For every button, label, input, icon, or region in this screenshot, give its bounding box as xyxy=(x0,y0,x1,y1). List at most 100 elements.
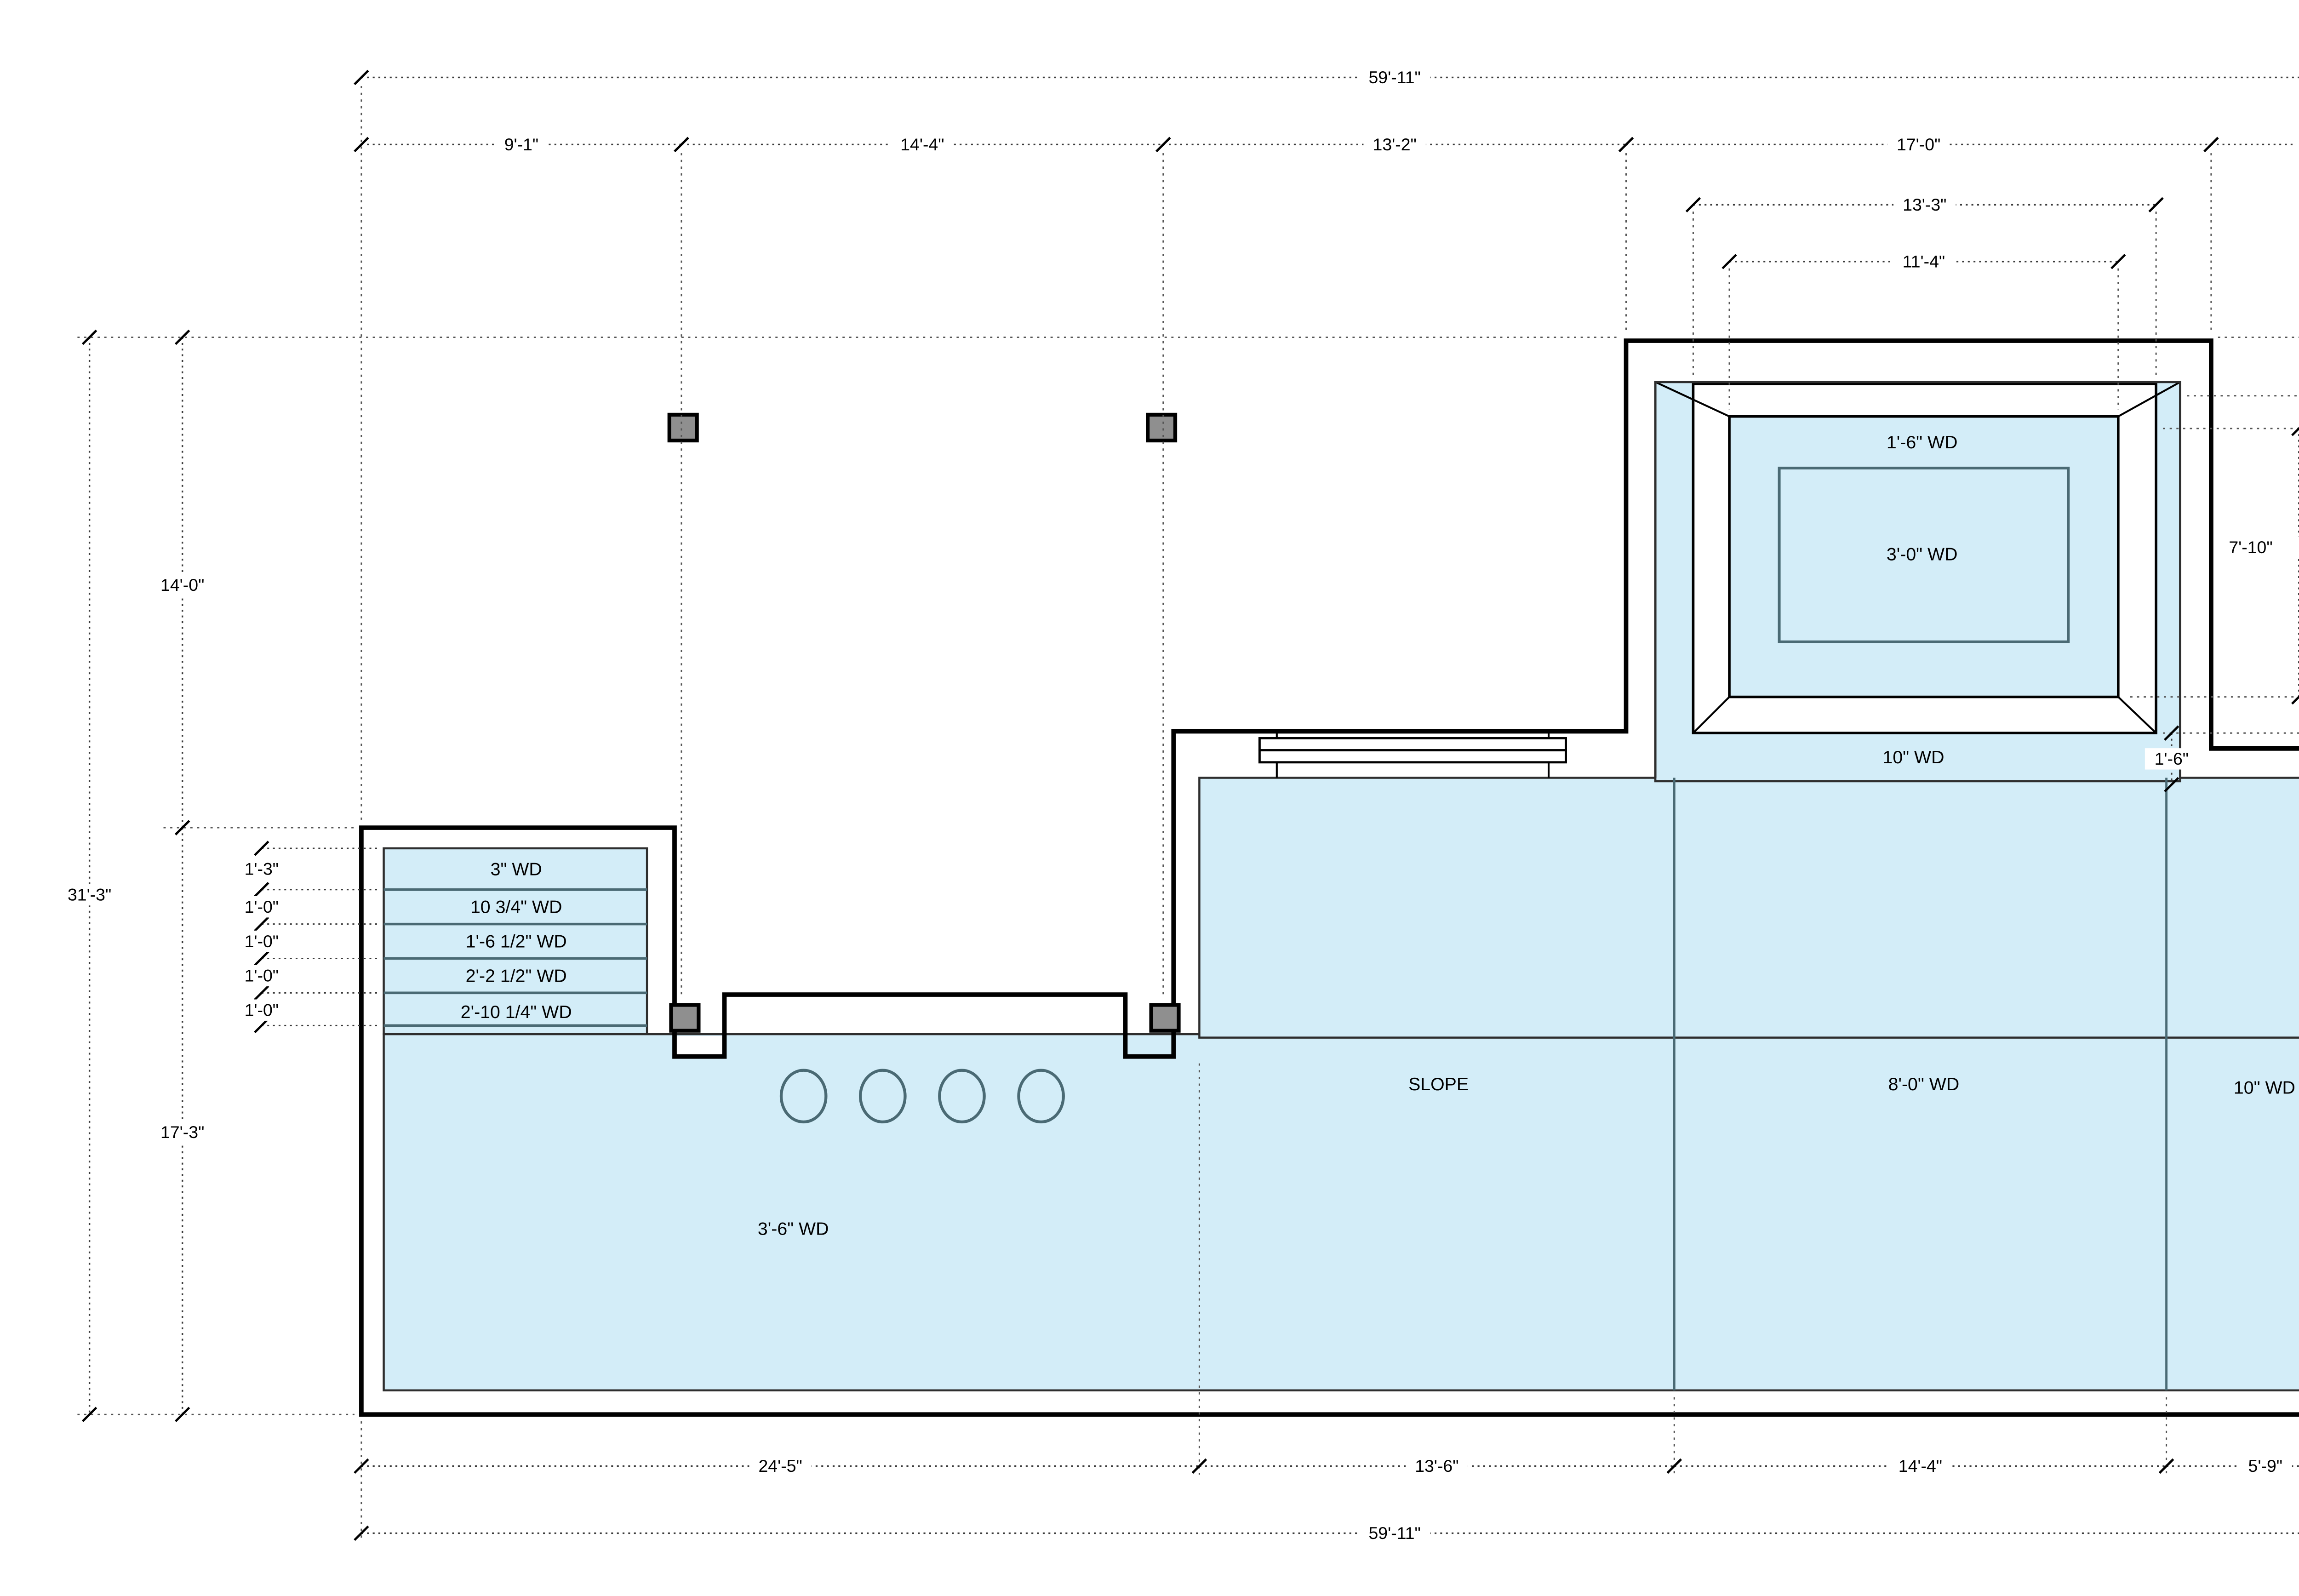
dimension-label: 14'-4" xyxy=(900,135,944,154)
dimension-label: 17'-3" xyxy=(160,1122,204,1142)
spa-inner-wall xyxy=(1654,381,2181,778)
deck-channel-patch xyxy=(676,1035,723,1055)
dimension-label: 1'-0" xyxy=(245,1000,279,1019)
dim-text-bg xyxy=(1406,1455,1468,1477)
column-footing xyxy=(669,1003,701,1033)
bubbler-jet-circle xyxy=(779,1069,828,1124)
dimension-label: 1'-0" xyxy=(245,897,279,916)
plan-label: 1'-6" WD xyxy=(1887,432,1958,452)
dim-tick xyxy=(2158,1458,2174,1474)
dimension-label: 1'-0" xyxy=(245,966,279,985)
dim-tick xyxy=(254,882,269,898)
bubbler-jet-circle xyxy=(1017,1069,1065,1124)
plan-label: SLOPE xyxy=(1408,1074,1469,1094)
dim-tick xyxy=(354,1525,369,1541)
dim-tick xyxy=(1685,197,1701,213)
dimension-label: 59'-11" xyxy=(1369,68,1421,87)
depth-dividers xyxy=(1673,778,2168,1390)
dim-tick xyxy=(2164,725,2179,741)
highlighted-dim-bg xyxy=(2145,748,2198,770)
dim-text-bg xyxy=(151,1121,214,1143)
spa-corner-mitre xyxy=(1693,696,1730,734)
dim-tick xyxy=(674,137,689,153)
plan-label: 3" WD xyxy=(491,859,542,879)
dim-text-bg xyxy=(1359,67,1430,88)
dim-text-bg xyxy=(1887,134,1950,155)
dim-tick xyxy=(175,1407,190,1422)
dim-text-bg xyxy=(2238,1455,2292,1477)
dim-text-bg xyxy=(494,134,548,155)
dimension-label: 7'-10" xyxy=(2229,538,2272,557)
dim-tick xyxy=(1155,137,1171,153)
dim-text-bg xyxy=(1893,194,1956,216)
structure-columns xyxy=(667,412,1181,1033)
bubbler-jet-circle xyxy=(938,1069,986,1124)
highlighted-dim-bg xyxy=(234,896,288,918)
dimension-lines: 59'-11"9'-1"14'-4"13'-2"17'-0"6'-5"13'-3… xyxy=(58,67,2299,1544)
dimension-label: 5'-9" xyxy=(2248,1456,2282,1476)
dimension-label: 13'-6" xyxy=(1415,1456,1458,1476)
dim-tick xyxy=(254,916,269,932)
steps-water xyxy=(383,847,648,1035)
plan-label: 8'-0" WD xyxy=(1888,1074,1960,1094)
bubbler-jets xyxy=(779,1069,1065,1124)
dim-tick xyxy=(254,841,269,856)
dim-text-bg xyxy=(151,574,214,596)
dam-wall xyxy=(1258,731,1567,778)
dim-text-bg xyxy=(1893,251,1955,273)
dimension-label: 17'-0" xyxy=(1897,135,1940,154)
plan-label: 3'-0" WD xyxy=(1887,544,1958,564)
dimension-label: 24'-5" xyxy=(759,1456,802,1476)
dim-text-bg xyxy=(749,1455,812,1477)
dim-text-bg xyxy=(1889,1455,1952,1477)
column-footing xyxy=(1149,1003,1181,1033)
dimension-label: 31'-3" xyxy=(68,885,111,904)
spa-corner-mitre xyxy=(1655,381,1730,418)
dim-tick xyxy=(1618,137,1634,153)
spa-water xyxy=(1728,415,2120,698)
spa xyxy=(1654,381,2181,778)
dimension-label: 14'-4" xyxy=(1899,1456,1942,1476)
dim-tick xyxy=(354,69,369,86)
plan-label: 10" WD xyxy=(1882,747,1944,767)
dim-tick xyxy=(2291,427,2299,436)
entry-steps xyxy=(383,888,647,1027)
spa-bench-outline xyxy=(1778,466,2070,643)
dim-tick xyxy=(354,137,369,153)
dimension-label: 1'-0" xyxy=(245,932,279,951)
bubbler-jet-circle xyxy=(859,1069,907,1124)
dimension-label: 1'-3" xyxy=(245,859,279,879)
highlighted-dim-bg xyxy=(234,965,288,987)
dim-tick xyxy=(1191,1458,1207,1474)
plan-label: 2'-2 1/2" WD xyxy=(466,966,567,986)
dim-tick xyxy=(2110,254,2126,269)
dim-text-bg xyxy=(2295,536,2299,558)
dim-tick xyxy=(175,329,190,345)
plan-label: 10" WD xyxy=(2234,1078,2295,1098)
dim-tick xyxy=(2148,197,2164,213)
dim-tick xyxy=(81,1407,97,1422)
column-footing xyxy=(1146,412,1178,443)
highlighted-dim-bg xyxy=(234,999,288,1021)
dimension-label: 13'-3" xyxy=(1903,195,1946,214)
plan-label: 10 3/4" WD xyxy=(470,897,562,917)
deep-end-water xyxy=(1198,777,2299,1039)
plan-label: 3'-6" WD xyxy=(758,1218,829,1239)
dim-tick xyxy=(254,1018,269,1034)
dim-text-bg xyxy=(2293,134,2299,155)
highlighted-dim-bg xyxy=(234,930,288,952)
dimension-label: 13'-2" xyxy=(1373,135,1417,154)
column-footing xyxy=(667,412,699,443)
pool-outer-outline xyxy=(359,338,2299,1417)
dim-text-bg xyxy=(891,134,954,155)
dim-text-bg xyxy=(1363,134,1426,155)
highlighted-dim-bg xyxy=(234,858,288,880)
extension-lines xyxy=(77,86,2299,1542)
dim-text-bg xyxy=(2219,536,2282,558)
plan-label: 2'-10 1/4" WD xyxy=(461,1002,572,1022)
dimension-label: 59'-11" xyxy=(1369,1523,1421,1543)
dim-tick xyxy=(354,1458,369,1474)
dim-text-bg xyxy=(58,884,121,906)
